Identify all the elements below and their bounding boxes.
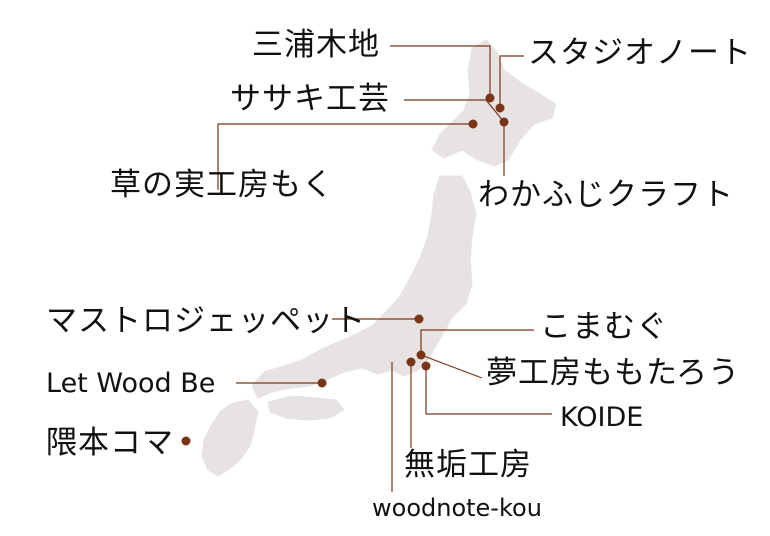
label-wakafuji: わかふじクラフト	[478, 177, 734, 213]
label-woodnote: woodnote-kou	[372, 494, 542, 522]
pin-kumamoto[interactable]	[181, 436, 191, 446]
pin-sasaki[interactable]	[499, 117, 509, 127]
label-koide: KOIDE	[560, 402, 644, 433]
kyushu-island	[201, 399, 259, 477]
pin-komamugu[interactable]	[416, 350, 426, 360]
label-kusanomi: 草の実工房もく	[110, 167, 334, 203]
leader-line-kusanomi	[217, 123, 473, 190]
leader-line-komamugu	[420, 329, 534, 355]
pin-koide[interactable]	[421, 361, 431, 371]
pin-muku[interactable]	[406, 357, 416, 367]
pin-kusanomi[interactable]	[468, 119, 478, 129]
leader-line-miura	[390, 45, 491, 98]
honshu-island	[251, 175, 477, 399]
label-miura: 三浦木地	[252, 27, 380, 63]
leader-line-koide	[425, 366, 552, 415]
label-muku: 無垢工房	[404, 447, 532, 483]
shikoku-island	[267, 395, 345, 421]
workshop-pins	[181, 93, 509, 446]
leader-line-studio	[499, 55, 524, 108]
label-sasaki: ササキ工芸	[230, 81, 390, 117]
pin-miura[interactable]	[485, 93, 495, 103]
hokkaido-island	[431, 39, 557, 167]
label-let-wood-be: Let Wood Be	[46, 368, 216, 399]
leader-line-yume	[420, 354, 483, 379]
pin-mastro[interactable]	[414, 314, 424, 324]
label-mastro: マストロジェッペット	[46, 303, 366, 339]
pin-studio[interactable]	[495, 103, 505, 113]
leader-lines	[217, 45, 552, 492]
pin-letwood[interactable]	[317, 378, 327, 388]
label-komamugu: こまむぐ	[540, 309, 668, 345]
label-kumamoto: 隈本コマ	[46, 425, 174, 461]
label-studio-note: スタジオノート	[528, 35, 752, 71]
label-yume: 夢工房ももたろう	[486, 355, 741, 391]
